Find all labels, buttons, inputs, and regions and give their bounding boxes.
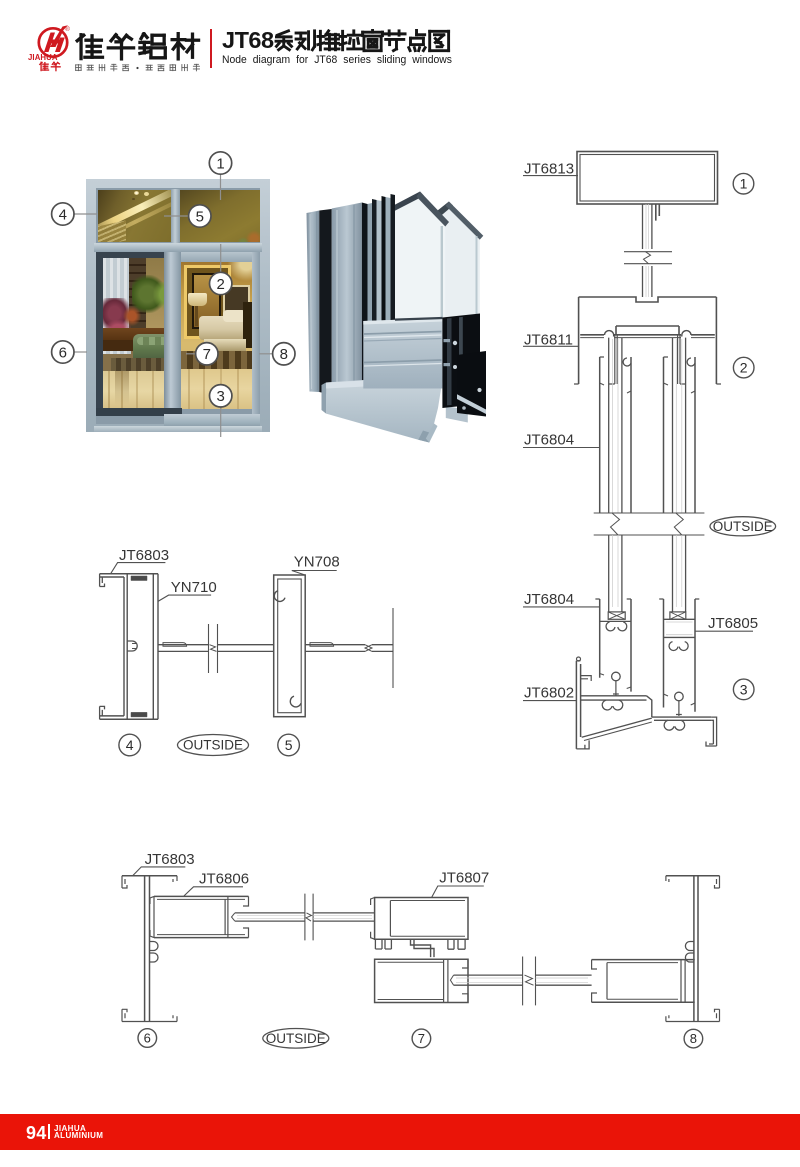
svg-text:5: 5 [196,208,204,225]
svg-text:8: 8 [280,346,288,363]
svg-text:5: 5 [285,737,293,753]
svg-text:OUTSIDE: OUTSIDE [713,519,773,534]
svg-text:OUTSIDE: OUTSIDE [183,738,243,753]
svg-text:JT6807: JT6807 [439,870,489,887]
svg-text:3: 3 [217,388,225,405]
svg-text:1: 1 [216,155,224,172]
svg-text:4: 4 [59,206,67,223]
svg-text:JT6804: JT6804 [524,591,574,608]
svg-text:JT6802: JT6802 [524,685,574,702]
svg-text:®: ® [65,25,70,33]
svg-text:6: 6 [59,344,67,361]
svg-text:8: 8 [690,1031,697,1046]
svg-text:JT6805: JT6805 [708,615,758,632]
svg-text:JIAHUA: JIAHUA [28,53,58,62]
svg-text:YN710: YN710 [171,579,217,596]
svg-text:2: 2 [217,276,225,293]
svg-text:JT6803: JT6803 [119,547,169,564]
svg-text:JT6811: JT6811 [524,332,573,349]
svg-text:JT6803: JT6803 [145,851,195,868]
svg-text:2: 2 [740,360,748,376]
svg-text:1: 1 [740,176,748,192]
svg-text:7: 7 [203,346,211,363]
svg-text:7: 7 [418,1031,425,1046]
svg-text:JT6813: JT6813 [524,161,574,178]
svg-text:3: 3 [740,681,748,697]
svg-text:YN708: YN708 [294,554,340,571]
svg-text:OUTSIDE: OUTSIDE [266,1031,326,1046]
svg-text:JT6806: JT6806 [199,870,249,887]
svg-text:JT6804: JT6804 [524,432,574,449]
svg-text:6: 6 [144,1031,151,1046]
svg-text:4: 4 [126,737,134,753]
